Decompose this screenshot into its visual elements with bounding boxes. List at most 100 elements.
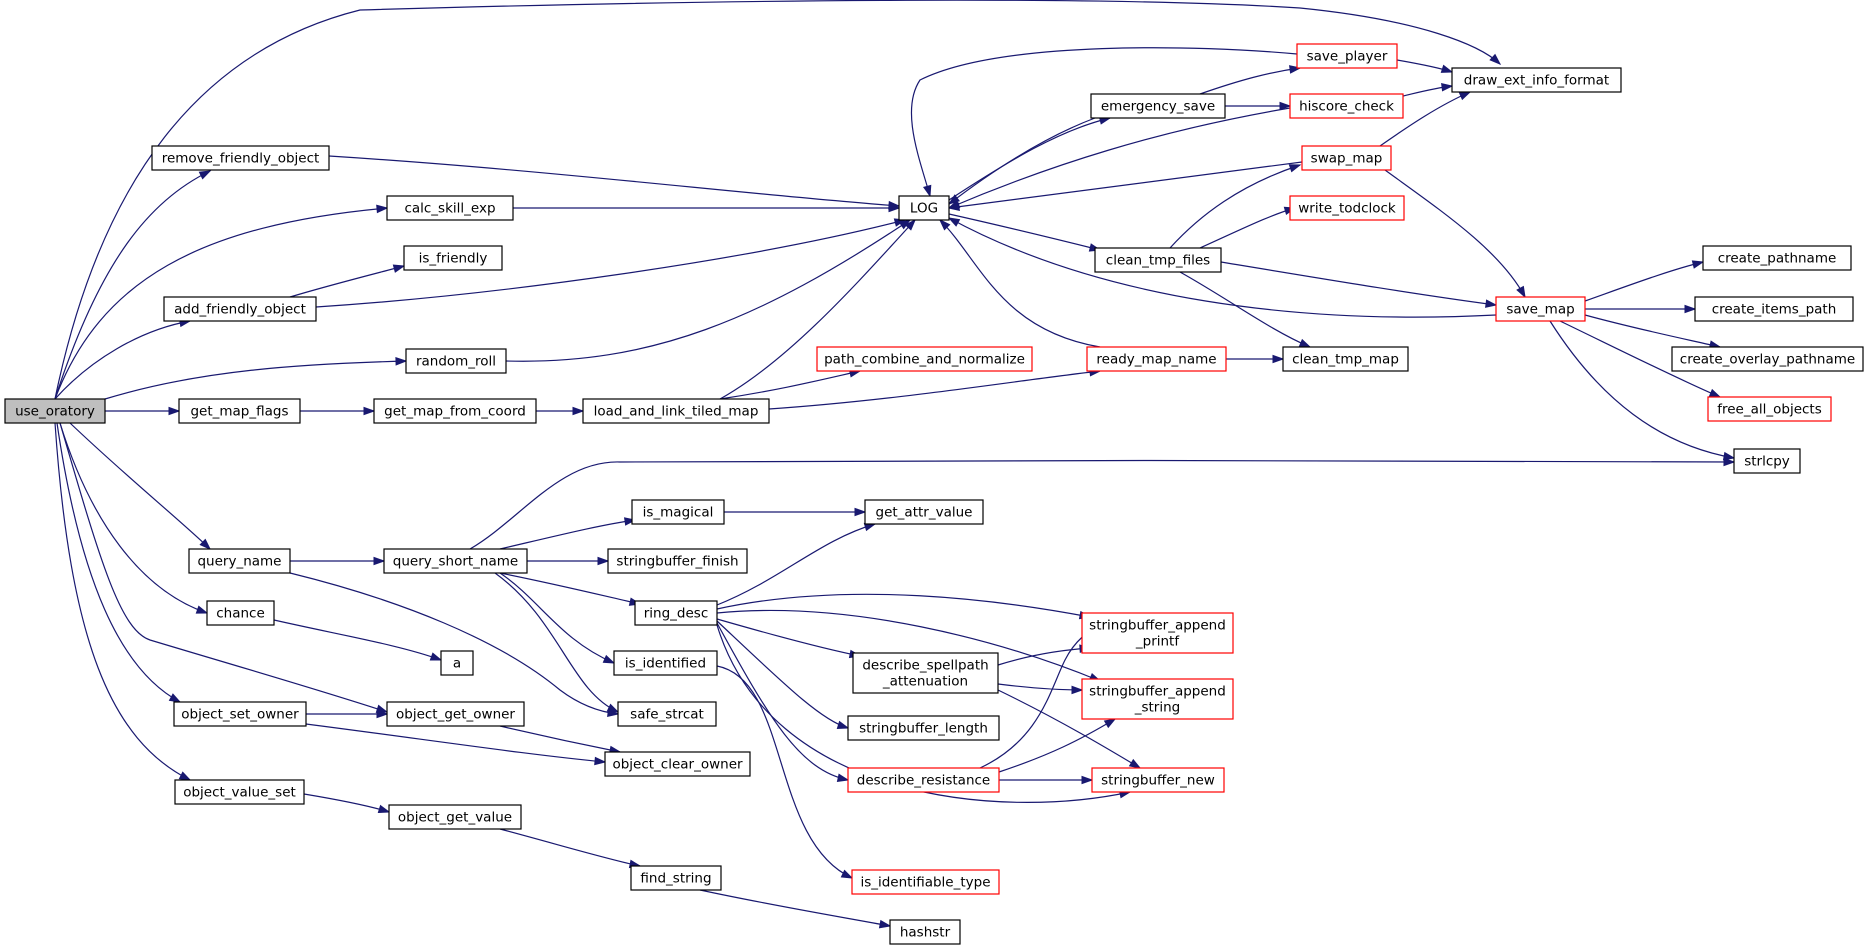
node-object-set-owner[interactable]: object_set_owner	[173, 701, 307, 727]
node-stringbuffer-finish[interactable]: stringbuffer_finish	[607, 548, 748, 574]
edge-arrowhead	[572, 406, 585, 416]
node-LOG[interactable]: LOG	[898, 195, 950, 221]
node-get-attr-value[interactable]: get_attr_value	[864, 499, 984, 525]
node-load-and-link-tiled-map[interactable]: load_and_link_tiled_map	[582, 398, 770, 424]
node-clean-tmp-files[interactable]: clean_tmp_files	[1094, 247, 1222, 273]
node-label: draw_ext_info_format	[1464, 73, 1609, 89]
node-label: stringbuffer_length	[859, 721, 988, 737]
node-box	[1289, 195, 1405, 221]
edge-arrowhead	[1684, 304, 1697, 314]
node-free-all-objects[interactable]: free_all_objects	[1707, 396, 1832, 422]
edge-ready_map_name-to-clean_tmp_map	[1226, 354, 1285, 364]
node-is-identifiable-type[interactable]: is_identifiable_type	[851, 869, 1000, 895]
node-is-identified[interactable]: is_identified	[613, 650, 718, 676]
node-stringbuffer-length[interactable]: stringbuffer_length	[847, 715, 1000, 741]
node-calc-skill-exp[interactable]: calc_skill_exp	[386, 195, 514, 221]
edge-ready_map_name-to-LOG	[938, 218, 1101, 348]
node-emergency-save[interactable]: emergency_save	[1090, 93, 1226, 119]
node-object-value-set[interactable]: object_value_set	[174, 779, 305, 805]
node-stringbuffer-new[interactable]: stringbuffer_new	[1091, 767, 1225, 793]
node-path-combine-and-normalize[interactable]: path_combine_and_normalize	[816, 346, 1033, 372]
node-ready-map-name[interactable]: ready_map_name	[1086, 346, 1227, 372]
node-create-overlay-pathname[interactable]: create_overlay_pathname	[1671, 346, 1864, 372]
node-remove-friendly-object[interactable]: remove_friendly_object	[151, 145, 330, 171]
node-chance[interactable]: chance	[206, 600, 275, 626]
edge-line	[948, 107, 1291, 209]
node-strlcpy[interactable]: strlcpy	[1733, 448, 1801, 474]
node-box	[1301, 145, 1392, 171]
node-get-map-from-coord[interactable]: get_map_from_coord	[373, 398, 537, 424]
edge-line	[328, 155, 900, 207]
node-object-get-owner[interactable]: object_get_owner	[386, 701, 525, 727]
node-box	[847, 767, 1000, 793]
node-box	[889, 919, 961, 945]
node-add-friendly-object[interactable]: add_friendly_object	[163, 296, 317, 322]
node-hashstr[interactable]: hashstr	[889, 919, 961, 945]
edge-arrowhead	[168, 406, 181, 416]
node-label: clean_tmp_map	[1292, 352, 1399, 368]
node-object-get-value[interactable]: object_get_value	[388, 804, 522, 830]
node-box	[151, 145, 330, 171]
node-is-friendly[interactable]: is_friendly	[403, 245, 503, 271]
edge-query_short_name-to-is_identified	[499, 572, 616, 664]
node-box	[188, 548, 291, 574]
edge-line	[699, 889, 891, 927]
edge-line	[716, 609, 1101, 682]
edge-use_oratory-to-object_set_owner	[56, 422, 182, 703]
node-box	[4, 398, 106, 424]
node-stringbuffer-append-string[interactable]: stringbuffer_append_string	[1081, 678, 1234, 720]
edge-arrowhead	[363, 406, 376, 416]
node-ring-desc[interactable]: ring_desc	[634, 600, 718, 626]
node-create-pathname[interactable]: create_pathname	[1702, 245, 1852, 271]
edge-arrowhead	[594, 756, 607, 766]
node-create-items-path[interactable]: create_items_path	[1694, 296, 1854, 322]
node-box	[1451, 67, 1622, 93]
node-label: create_overlay_pathname	[1680, 352, 1855, 368]
edge-arrowhead	[1489, 53, 1502, 65]
node-hiscore-check[interactable]: hiscore_check	[1289, 93, 1404, 119]
node-label: find_string	[640, 871, 711, 887]
node-label: object_clear_owner	[612, 757, 743, 773]
node-clean-tmp-map[interactable]: clean_tmp_map	[1282, 346, 1409, 372]
node-box	[1289, 93, 1404, 119]
node-box	[1086, 346, 1227, 372]
edge-line	[1199, 207, 1296, 249]
edge-chance-to-a	[273, 619, 443, 661]
node-safe-strcat[interactable]: safe_strcat	[617, 701, 717, 727]
node-write-todclock[interactable]: write_todclock	[1289, 195, 1405, 221]
node-swap-map[interactable]: swap_map	[1301, 145, 1392, 171]
node-draw-ext-info-format[interactable]: draw_ext_info_format	[1451, 67, 1622, 93]
edge-arrowhead	[1288, 164, 1302, 173]
edge-line	[499, 572, 641, 605]
node-box	[1694, 296, 1854, 322]
edge-line	[716, 593, 1091, 618]
node-box	[174, 779, 305, 805]
node-a[interactable]: a	[440, 650, 474, 676]
node-object-clear-owner[interactable]: object_clear_owner	[604, 751, 751, 777]
node-use-oratory[interactable]: use_oratory	[4, 398, 106, 424]
edge-ring_desc-to-stringbuffer_length	[716, 620, 850, 730]
edge-line	[997, 647, 1091, 666]
node-is-magical[interactable]: is_magical	[631, 499, 725, 525]
node-query-name[interactable]: query_name	[188, 548, 291, 574]
edge-arrowhead	[602, 654, 616, 664]
edge-line	[998, 718, 1116, 773]
node-describe-spellpath-attenuation[interactable]: describe_spellpath_attenuation	[852, 652, 999, 694]
edge-line	[716, 523, 876, 606]
node-get-map-flags[interactable]: get_map_flags	[178, 398, 301, 424]
node-save-player[interactable]: save_player	[1296, 43, 1398, 69]
node-label: calc_skill_exp	[404, 201, 495, 217]
edge-line	[1199, 67, 1301, 95]
edge-line	[1584, 261, 1704, 302]
node-describe-resistance[interactable]: describe_resistance	[847, 767, 1000, 793]
node-query-short-name[interactable]: query_short_name	[383, 548, 528, 574]
node-random-roll[interactable]: random_roll	[405, 348, 507, 374]
edge-emergency_save-to-save_player	[1199, 65, 1302, 95]
node-label: LOG	[910, 201, 938, 217]
edge-ring_desc-to-get_attr_value	[716, 522, 877, 606]
node-stringbuffer-append-printf[interactable]: stringbuffer_append_printf	[1081, 612, 1234, 654]
node-find-string[interactable]: find_string	[630, 865, 722, 891]
edge-arrowhead	[1128, 758, 1142, 769]
node-box	[1733, 448, 1801, 474]
node-save-map[interactable]: save_map	[1495, 296, 1586, 322]
